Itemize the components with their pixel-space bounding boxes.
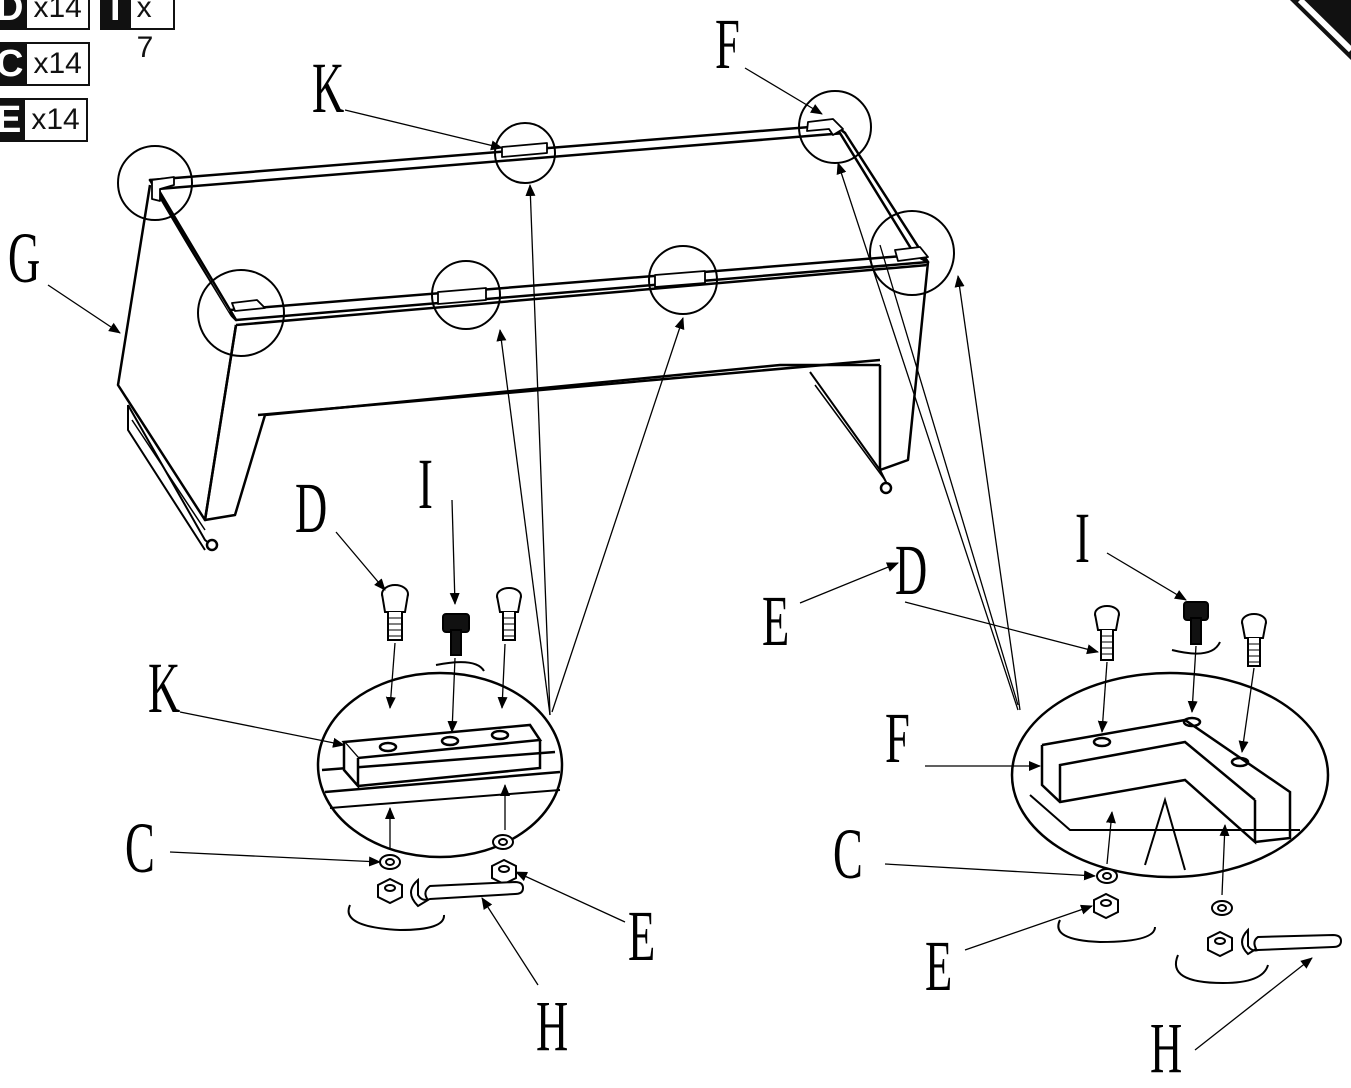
callout-f-top: F (715, 4, 740, 84)
legend-qty: x 7 (130, 0, 176, 64)
right-detail (1010, 671, 1330, 879)
left-detail (316, 671, 564, 859)
callout-c-right: C (833, 814, 863, 894)
callout-c-left: C (125, 808, 155, 888)
callout-k-left: K (148, 648, 181, 728)
callout-i-left: I (418, 444, 433, 524)
legend-key: D (0, 0, 28, 30)
legend-key: I (100, 0, 131, 30)
callout-k-top: K (312, 48, 345, 128)
table-frame (116, 118, 930, 552)
callout-e-right-bottom: E (925, 926, 953, 1006)
right-hardware (1057, 601, 1343, 985)
left-hardware (347, 584, 525, 932)
callout-d-right: D (895, 530, 928, 610)
callout-h-left: H (536, 986, 569, 1066)
legend-item-d: D x14 (0, 0, 90, 30)
callout-e-right-top: E (762, 581, 790, 661)
step-badge-icon (1290, 0, 1351, 60)
leader-lines (47, 67, 1313, 1051)
callout-i-right: I (1075, 498, 1090, 578)
legend-key: E (0, 98, 26, 142)
callout-d-left: D (295, 468, 328, 548)
callout-h-right: H (1150, 1008, 1183, 1088)
callout-e-left: E (628, 896, 656, 976)
legend-item-c: C x14 (0, 42, 90, 86)
legend-item-e: E x14 (0, 98, 88, 142)
detail-circles (117, 90, 955, 357)
legend-qty: x14 (27, 0, 90, 30)
legend-item-i: I x 7 (100, 0, 176, 64)
callout-f-right: F (885, 698, 910, 778)
callout-g: G (8, 218, 41, 298)
legend-key: C (0, 42, 28, 86)
legend-qty: x14 (27, 42, 90, 86)
legend-qty: x14 (25, 98, 88, 142)
